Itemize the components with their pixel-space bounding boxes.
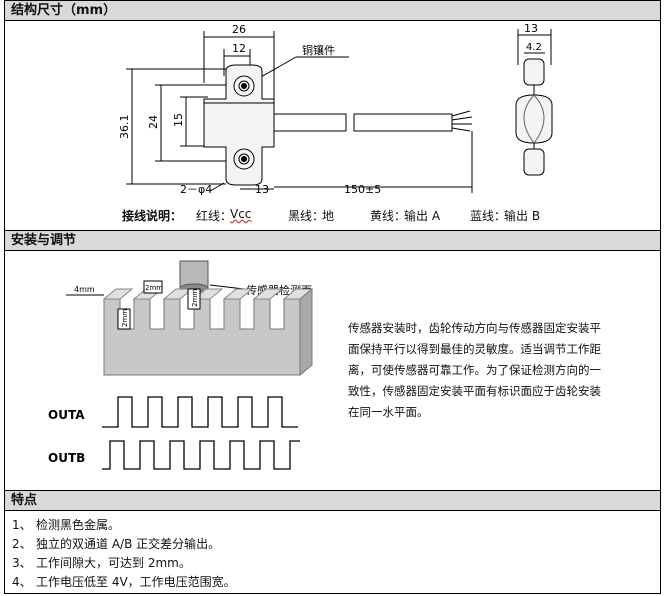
install-description: 传感器安装时，齿轮传动方向与传感器固定安装平面保持平行以得到最佳的灵敏度。适当调… (348, 321, 601, 419)
feature-item: 1、检测黑色金属。 (12, 518, 121, 532)
wiring-label: 接线说明： (122, 209, 183, 223)
wire-yellow-label: 黄线： (370, 209, 407, 223)
dim-24: 24 (147, 115, 160, 129)
dim-hole: 2－φ4 (180, 183, 212, 196)
wiring-legend: 接线说明： 红线： Vcc 黑线： 地 黄线： 输出 A 蓝线： 输出 B (0, 207, 665, 227)
dim-4mm: 4mm (74, 285, 95, 294)
dim-2mm-gap: 2mm (191, 289, 199, 307)
section-header-structure: 结构尺寸（mm） (4, 0, 661, 21)
wire-red-value: Vcc (230, 207, 252, 221)
dim-15: 15 (172, 113, 185, 127)
dim-side-4-2: 4.2 (526, 42, 542, 53)
outb-label: OUTB (48, 451, 85, 465)
dim-13: 13 (255, 183, 269, 196)
wire-blue-label: 蓝线： (470, 209, 507, 223)
wire-blue-value: 输出 B (504, 209, 541, 223)
outa-label: OUTA (48, 408, 85, 422)
feature-item: 3、工作间隙大，可达到 2mm。 (12, 556, 191, 570)
copper-insert-label: 铜镶件 (302, 43, 335, 57)
dim-side-13: 13 (524, 22, 538, 35)
feature-item: 2、独立的双通道 A/B 正交差分输出。 (12, 537, 221, 551)
wire-yellow-value: 输出 A (404, 209, 441, 223)
section-header-features: 特点 (4, 490, 661, 511)
wire-black-value: 地 (322, 209, 335, 223)
install-diagram: 传感器检测面 4mm 2mm 2mm 2mm OUTA OUTB (4, 251, 661, 487)
dim-12: 12 (232, 42, 246, 55)
dim-36-1: 36.1 (118, 115, 131, 140)
dim-2mm-top: 2mm (145, 284, 163, 292)
mechanical-drawing: 26 12 铜镶件 36.1 24 15 2－φ4 13 150±5 13 4.… (4, 21, 661, 207)
feature-item: 4、工作电压低至 4V，工作电压范围宽。 (12, 575, 236, 589)
dim-26: 26 (232, 23, 246, 36)
wire-red-label: 红线： (196, 209, 233, 223)
dim-cable-length: 150±5 (344, 183, 381, 196)
section-header-install: 安装与调节 (4, 230, 661, 251)
dim-2mm-side: 2mm (121, 309, 129, 327)
wire-black-label: 黑线： (288, 209, 325, 223)
